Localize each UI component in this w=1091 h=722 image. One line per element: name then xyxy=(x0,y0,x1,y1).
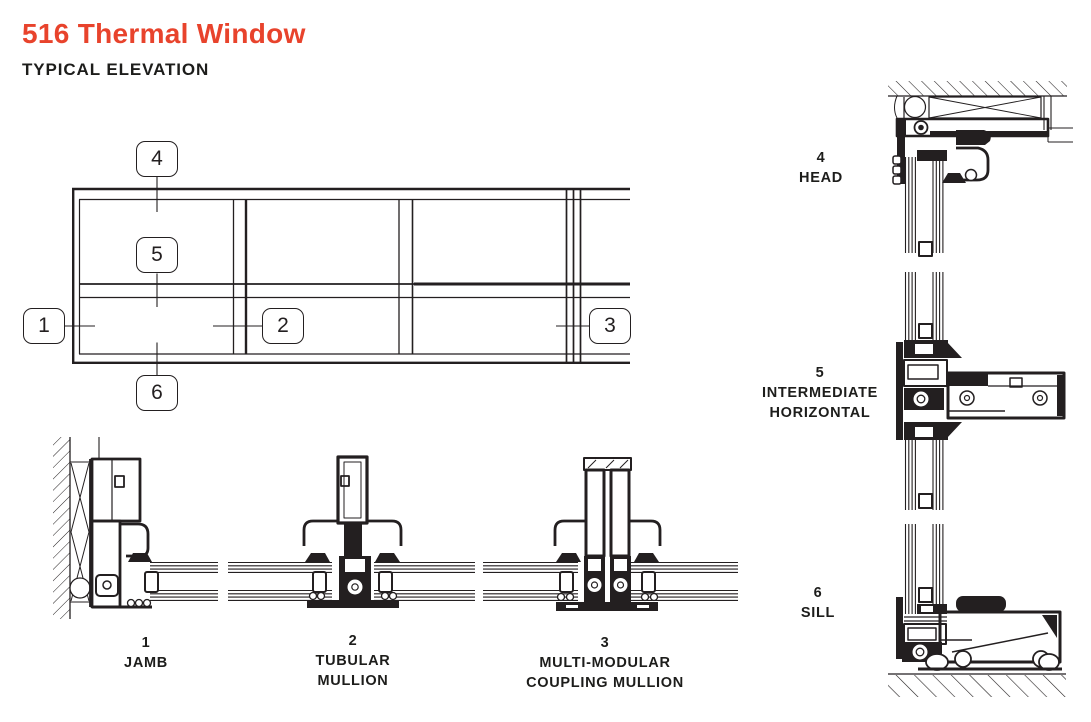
sill-bolt xyxy=(910,642,930,662)
intermediate-bolt xyxy=(911,389,931,409)
ground-hatch xyxy=(888,675,1066,697)
callout-3: 3 xyxy=(589,308,631,344)
jamb-detail xyxy=(53,437,159,619)
sill-detail xyxy=(888,596,1066,697)
intermediate-horizontal-detail xyxy=(896,340,1066,440)
wall-roller xyxy=(69,577,91,599)
label-jamb-num: 1 xyxy=(141,635,151,651)
label-intermediate-num: 5 xyxy=(815,365,825,381)
coupling-tube-right xyxy=(609,468,631,558)
mullion-bolt xyxy=(347,579,363,595)
callout-2: 2 xyxy=(262,308,304,344)
coupling-cap xyxy=(583,457,632,471)
label-intermediate-name-2: HORIZONTAL xyxy=(769,405,871,421)
callout-5: 5 xyxy=(136,237,178,273)
coupling-mullion-detail xyxy=(553,457,662,611)
sill-profile xyxy=(938,610,1062,664)
label-tubular-mullion: 2 TUBULAR MULLION xyxy=(316,631,391,691)
mullion-tube xyxy=(336,455,369,525)
coupling-tube-left xyxy=(584,468,606,558)
elevation-drawing xyxy=(65,177,630,375)
label-head-num: 4 xyxy=(816,150,826,166)
label-tubular-name-1: TUBULAR xyxy=(315,653,391,669)
head-detail xyxy=(888,81,1073,185)
page-subtitle: TYPICAL ELEVATION xyxy=(22,60,210,79)
label-head: 4 HEAD xyxy=(799,148,843,188)
label-tubular-num: 2 xyxy=(348,633,358,649)
tubular-mullion-detail xyxy=(302,455,403,608)
label-sill: 6 SILL xyxy=(801,583,835,623)
label-coupling-name-2: COUPLING MULLION xyxy=(526,675,684,691)
page-title: 516 Thermal Window xyxy=(22,18,306,49)
label-intermediate-name-1: INTERMEDIATE xyxy=(761,385,879,401)
label-jamb: 1 JAMB xyxy=(124,633,168,673)
ceiling-hatch xyxy=(888,81,1067,96)
label-jamb-name: JAMB xyxy=(124,655,168,671)
glazing-clamp xyxy=(128,553,152,562)
label-intermediate: 5 INTERMEDIATE HORIZONTAL xyxy=(762,363,878,423)
setting-block xyxy=(144,571,159,593)
head-roller xyxy=(903,95,927,119)
label-coupling-num: 3 xyxy=(600,635,610,651)
callout-1: 1 xyxy=(23,308,65,344)
plan-glazing-band xyxy=(150,561,738,601)
label-coupling-name-1: MULTI-MODULAR xyxy=(539,655,671,671)
callout-leaders xyxy=(65,177,589,375)
label-tubular-name-2: MULLION xyxy=(317,673,389,689)
label-head-name: HEAD xyxy=(799,170,843,186)
coupling-bolt-left xyxy=(587,578,602,592)
wall-hatch xyxy=(53,437,70,619)
transom-profile xyxy=(946,371,1066,420)
coupling-bolt-right xyxy=(613,578,628,592)
label-sill-name: SILL xyxy=(800,605,836,621)
label-coupling-mullion: 3 MULTI-MODULAR COUPLING MULLION xyxy=(526,633,684,693)
section-glazing xyxy=(904,157,944,614)
label-sill-num: 6 xyxy=(813,585,823,601)
callout-4: 4 xyxy=(136,141,178,177)
jamb-bolt xyxy=(95,574,119,597)
callout-6: 6 xyxy=(136,375,178,411)
